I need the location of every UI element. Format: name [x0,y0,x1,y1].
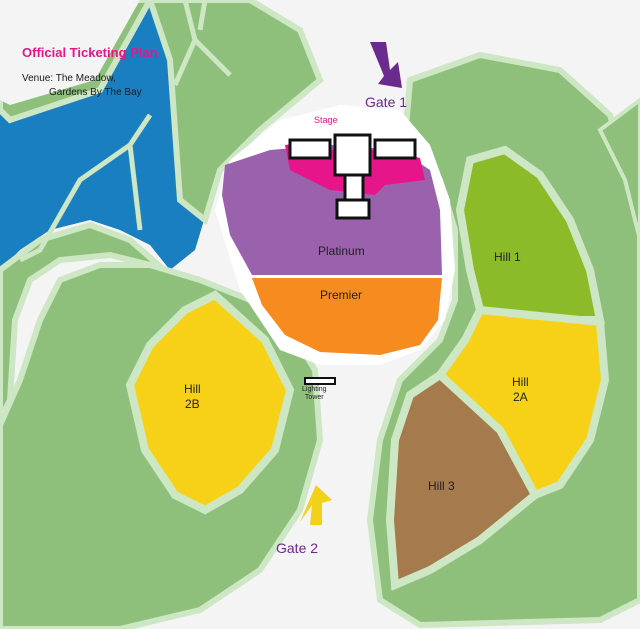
footpath-top [172,0,232,87]
land-right-edge [597,97,640,241]
map-title: Official Ticketing Plan [22,45,158,60]
zone-hill-2b-line-2: 2B [184,397,200,411]
gate-2-arrow-icon [300,485,332,525]
lighting-tower-icon [304,377,336,385]
land-top-left-inner [0,0,140,105]
zone-hill-2b[interactable]: Hill 2B [184,382,201,412]
zone-hill-3-shape [385,369,541,591]
zone-hill-3[interactable]: Hill 3 [428,479,455,493]
zone-platinum[interactable]: Platinum [318,244,365,258]
zone-premier-shape [252,278,442,355]
zone-hill-2a-line-2: 2A [512,390,528,404]
venue-info: Venue: The Meadow, Gardens By The Bay [22,72,142,100]
stage-label: Stage [314,115,338,125]
zone-hill-2a-shape [434,305,610,501]
gate-1-label[interactable]: Gate 1 [365,94,408,110]
lighting-tower-label: Lighting Tower [302,386,327,402]
venue-line-2: Gardens By The Bay [49,87,142,98]
lighting-tower-line-2: Tower [304,394,324,401]
venue-line-1: Venue: The Meadow, [22,73,116,84]
zone-hill-2b-line-1: Hill [184,382,201,396]
zone-hill-2a[interactable]: Hill 2A [512,375,529,405]
zone-premier[interactable]: Premier [320,288,363,302]
zone-hill-2b-shape [125,290,295,515]
land-top-middle [146,0,324,226]
footpath-left [18,113,153,263]
lighting-tower-line-1: Lighting [302,386,327,393]
zone-hill-2a-line-1: Hill [512,375,529,389]
gate-1-arrow-icon [370,42,402,88]
stage-structure [288,133,417,220]
zone-hill-1[interactable]: Hill 1 [494,250,521,264]
gate-2-label[interactable]: Gate 2 [276,540,319,556]
